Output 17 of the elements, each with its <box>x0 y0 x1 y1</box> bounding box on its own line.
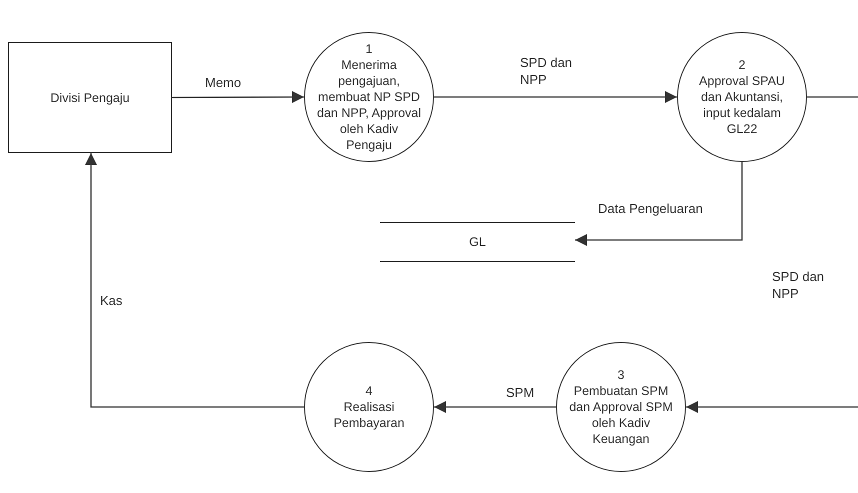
arrow <box>172 91 304 104</box>
process-number: 2 <box>738 57 746 73</box>
arrow <box>575 162 743 246</box>
arrow <box>85 153 304 408</box>
external-entity-box <box>8 42 172 153</box>
node-label: Menerima pengajuan, membuat NP SPD dan NPP, Approval oleh Kadiv Pengaju <box>316 57 422 153</box>
node-label: Pembuatan SPM dan Approval SPM oleh Kadiv Keuangan <box>568 383 674 447</box>
process-number: 4 <box>364 383 374 399</box>
node-label: GL <box>468 234 487 250</box>
node-label: Approval SPAU dan Akuntansi, input kedalam GL22 <box>698 73 786 137</box>
node-label: Realisasi Pembayaran <box>332 399 406 431</box>
process-number: 1 <box>364 41 374 57</box>
arrow <box>434 401 556 413</box>
arrow <box>686 96 858 413</box>
node-label: Divisi Pengaju <box>49 90 131 106</box>
arrow <box>434 91 677 103</box>
process-number: 3 <box>616 367 626 383</box>
